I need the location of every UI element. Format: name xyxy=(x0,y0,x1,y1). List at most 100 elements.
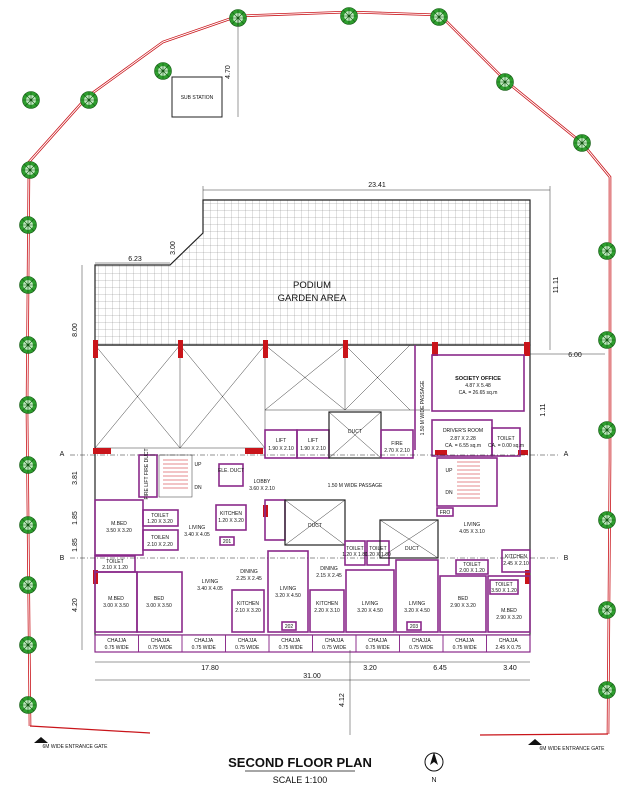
north-label: N xyxy=(431,777,436,784)
chajja-size: 0.75 WIDE xyxy=(366,645,391,651)
room-label: LIFT xyxy=(308,438,318,444)
section-markers: A A B B xyxy=(60,451,569,562)
room-size: 2.10 X 2.20 xyxy=(147,542,173,548)
room-label: TOILET xyxy=(106,559,123,565)
room-label: DUCT xyxy=(348,429,362,435)
room-label: FIRE LIFT FIRE DUCT xyxy=(144,448,150,499)
room-label: LOBBY xyxy=(254,479,271,485)
tree-icon xyxy=(19,576,37,594)
chajja-label: CHAJJA xyxy=(238,638,258,644)
room-label: LIVING xyxy=(362,601,379,607)
dim-label: 4.12 xyxy=(339,693,346,707)
room-size: 2.90 X 3.20 xyxy=(450,603,476,609)
tree-icon xyxy=(598,242,616,260)
room-label: BED xyxy=(154,596,165,602)
dim-label: 1.85 xyxy=(72,511,79,525)
chajja-size: 0.75 WIDE xyxy=(409,645,434,651)
room-label: DINING xyxy=(320,566,338,572)
stair-label: UP xyxy=(195,462,203,468)
room-size: 2.10 X 3.20 xyxy=(235,608,261,614)
chajja-size: 0.75 WIDE xyxy=(322,645,347,651)
room-size: 2.70 X 2.10 xyxy=(384,448,410,454)
dim-label: 11.11 xyxy=(553,277,560,294)
core: LIFT 1.90 X 2.10 LIFT 1.90 X 2.10 DUCT F… xyxy=(249,411,414,492)
room-label: FIRE xyxy=(391,441,403,447)
room-label: LIVING xyxy=(464,522,481,528)
room-size: 4.05 X 3.10 xyxy=(459,529,485,535)
society-office-block: SOCIETY OFFICE 4.87 X 5.48 CA. = 26.65 s… xyxy=(414,345,525,457)
left-dimensions: 3.81 1.85 1.85 4.20 xyxy=(72,448,83,650)
flat-202: DUCT DINING 2.25 X 2.45 KITCHEN 2.10 X 3… xyxy=(231,499,346,633)
chajja-label: CHAJJA xyxy=(194,638,214,644)
room-size: 3.50 X 1.20 xyxy=(491,588,517,594)
room-area: CA. = 0.00 sq.m xyxy=(488,443,524,449)
section-label: A xyxy=(564,451,569,458)
stair-label: DN xyxy=(194,485,202,491)
chajja-label: CHAJJA xyxy=(499,638,519,644)
room-label: KITCHEN xyxy=(505,554,527,560)
room-size: 2.15 X 2.45 xyxy=(316,573,342,579)
flat-bottom-left: TOILET 2.10 X 1.20 M.BED 3.00 X 3.50 BED… xyxy=(94,555,223,633)
tree-icon xyxy=(80,91,98,109)
dim-label: 3.40 xyxy=(503,665,517,672)
room-label: LIVING xyxy=(202,579,219,585)
room-size: 2.20 X 3.10 xyxy=(314,608,340,614)
tree-icon xyxy=(430,8,448,26)
room-size: 3.20 X 4.50 xyxy=(404,608,430,614)
room-label: BED xyxy=(458,596,469,602)
flat-201: M.BED 3.50 X 3.20 TOILET 1.20 X 3.20 TOI… xyxy=(94,499,247,556)
dim-label: 3.20 xyxy=(363,665,377,672)
dim-label: 6.45 xyxy=(433,665,447,672)
room-size: 2.45 X 2.10 xyxy=(503,561,529,567)
tree-icon xyxy=(598,511,616,529)
room-size: 3.50 X 3.20 xyxy=(106,528,132,534)
room-size: 1.20 X 3.20 xyxy=(218,518,244,524)
room-label: TOILET xyxy=(346,546,363,552)
room-size: 1.20 X 1.80 xyxy=(365,552,391,558)
tree-icon xyxy=(19,696,37,714)
room-label: TOILET xyxy=(497,436,514,442)
dim-label: 31.00 xyxy=(303,673,321,680)
room-label: ELE. DUCT xyxy=(218,468,244,474)
chajja-label: CHAJJA xyxy=(455,638,475,644)
tree-icon xyxy=(19,456,37,474)
chajja-size: 0.75 WIDE xyxy=(148,645,173,651)
tree-icon xyxy=(19,636,37,654)
room-size: 3.20 X 4.50 xyxy=(275,593,301,599)
tree-icon xyxy=(19,276,37,294)
room-size: 3.60 X 2.10 xyxy=(249,486,275,492)
flat-number: 203 xyxy=(410,624,419,630)
dim-label: 3.00 xyxy=(170,241,177,255)
chajja-size: 2.45 X 0.75 xyxy=(495,645,521,651)
flat-203: TOILET 1.20 X 1.80 TOILET 1.20 X 1.80 DI… xyxy=(309,519,439,633)
chajja-label: CHAJJA xyxy=(368,638,388,644)
room-label: LIVING xyxy=(409,601,426,607)
room-area: CA. = 6.55 sq.m xyxy=(445,443,481,449)
room-label: KITCHEN xyxy=(237,601,259,607)
room-size: 3.00 X 3.50 xyxy=(103,603,129,609)
chajja-size: 0.75 WIDE xyxy=(453,645,478,651)
tree-icon xyxy=(19,396,37,414)
dim-label: 6.00 xyxy=(568,352,582,359)
chajja-size: 0.75 WIDE xyxy=(192,645,217,651)
podium-garden: PODIUM GARDEN AREA xyxy=(94,199,531,346)
dim-label: 4.20 xyxy=(72,598,79,612)
flat-number: 202 xyxy=(285,624,294,630)
room-label: TOILET xyxy=(495,582,512,588)
tree-icon xyxy=(19,336,37,354)
room-size: 2.10 X 1.20 xyxy=(102,565,128,571)
tree-icon xyxy=(598,331,616,349)
room-label: M.BED xyxy=(111,521,127,527)
passage-label: 1.50 M WIDE PASSAGE xyxy=(420,380,426,435)
section-label: B xyxy=(564,555,569,562)
section-label: B xyxy=(60,555,65,562)
tree-icon xyxy=(573,134,591,152)
dim-label: 8.00 xyxy=(72,323,79,337)
room-label: DINING xyxy=(240,569,258,575)
dim-label: 1.11 xyxy=(540,403,547,416)
tree-icon xyxy=(598,601,616,619)
plan-scale: SCALE 1:100 xyxy=(273,775,328,785)
entrance-gates: 6M WIDE ENTRANCE GATE 6M WIDE ENTRANCE G… xyxy=(34,737,605,752)
site-boundary xyxy=(25,10,612,736)
